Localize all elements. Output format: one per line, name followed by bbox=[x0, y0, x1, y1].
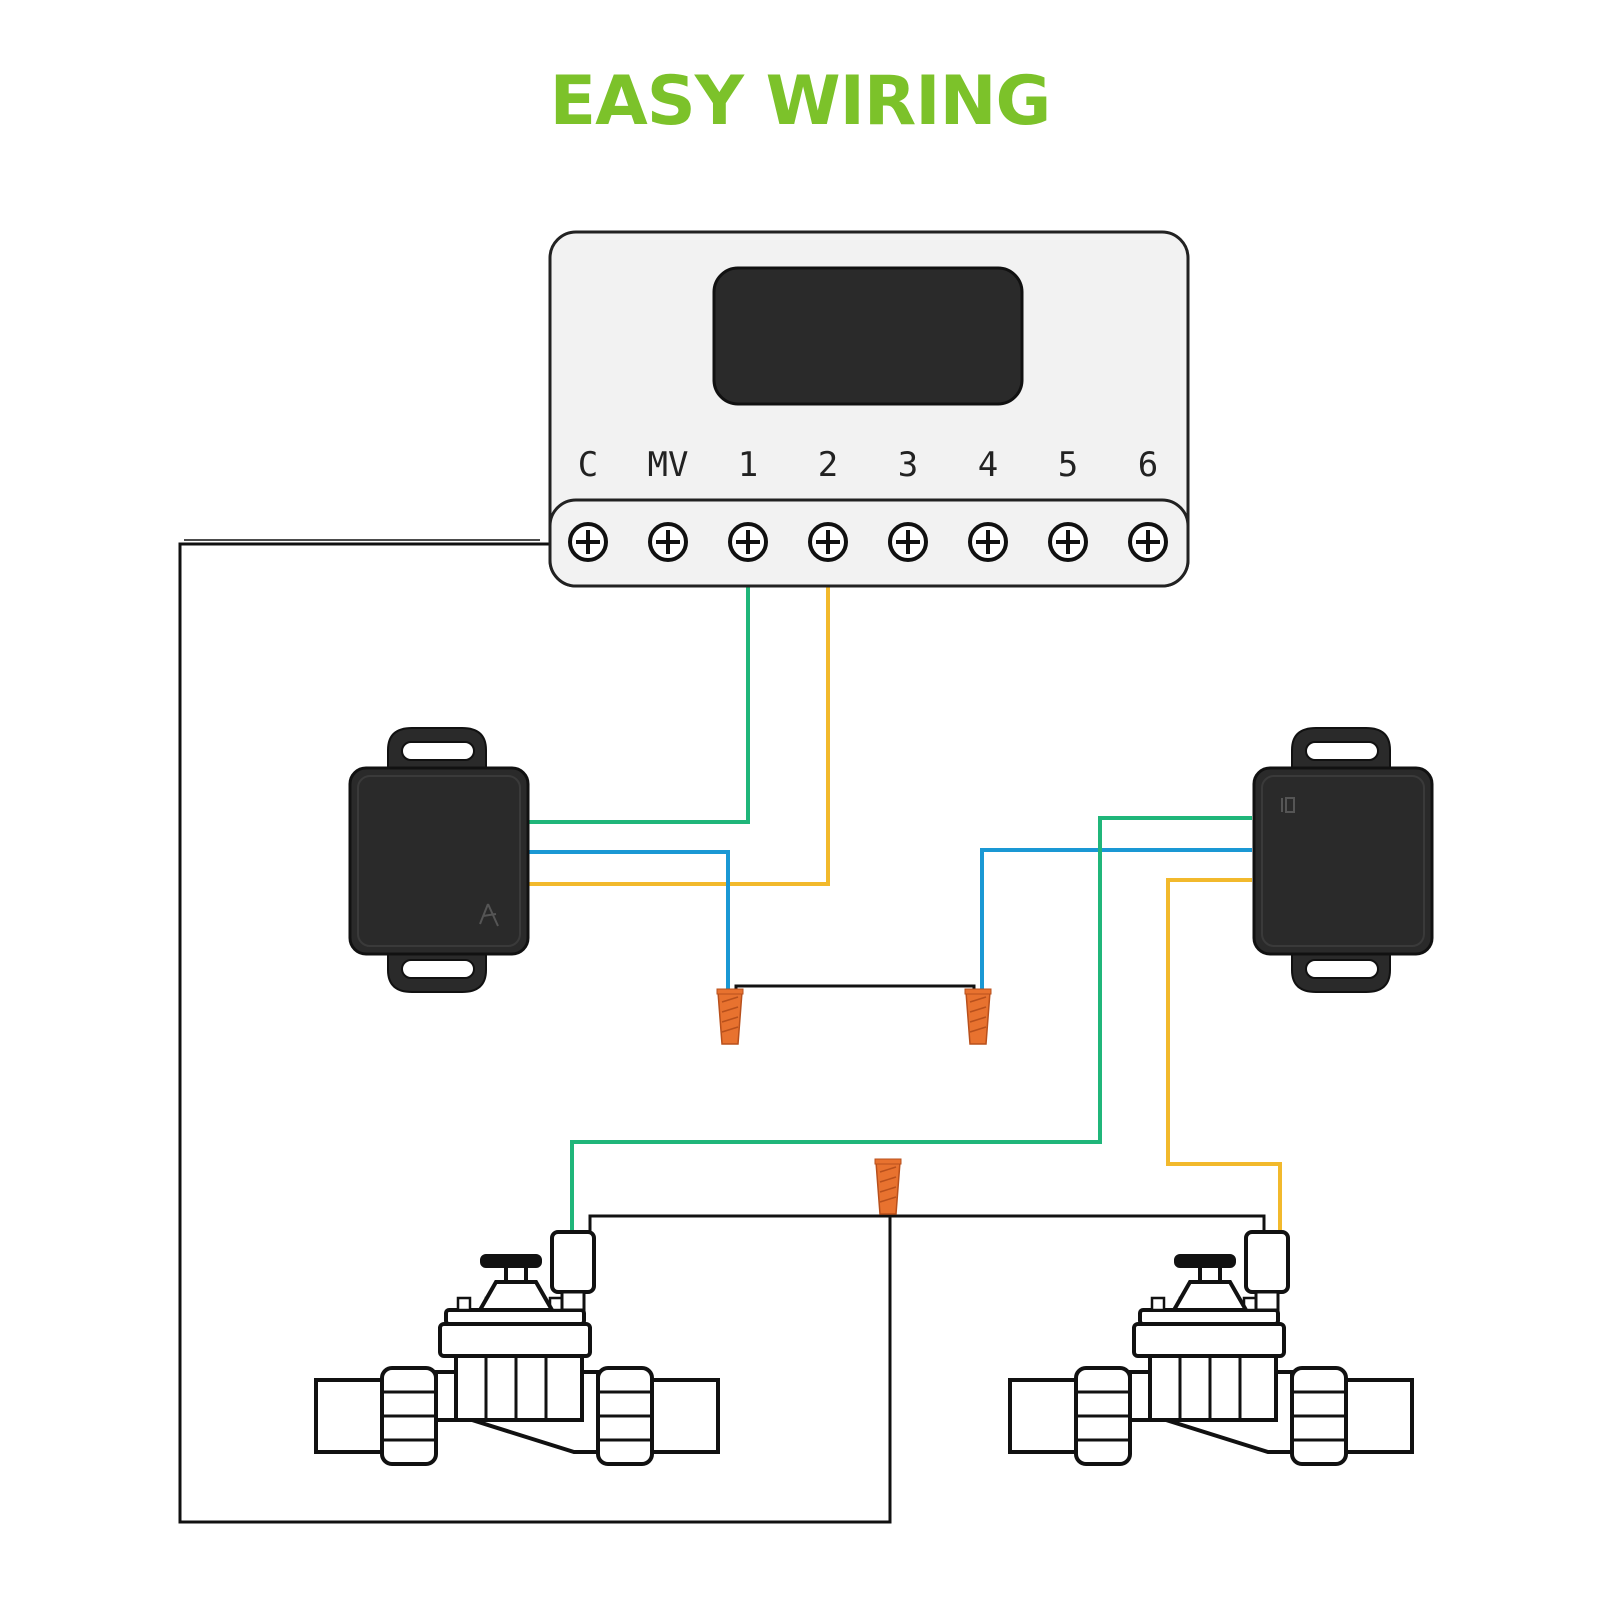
plus-circle-icon bbox=[968, 522, 1008, 562]
plus-circle-icon bbox=[648, 522, 688, 562]
plus-circle-icon bbox=[1048, 522, 1088, 562]
wire-nut-link-black bbox=[734, 984, 976, 996]
terminal-strip bbox=[548, 498, 1190, 588]
terminal-label: 4 bbox=[978, 445, 998, 485]
plus-circle-icon bbox=[1128, 522, 1168, 562]
module-logo-icon bbox=[479, 903, 499, 927]
valve-bonnet bbox=[1148, 1354, 1278, 1422]
wire-common-black bbox=[178, 542, 892, 1524]
valve-solenoid bbox=[1244, 1230, 1290, 1294]
valve-bolt bbox=[1150, 1296, 1166, 1312]
module-body bbox=[1252, 766, 1434, 956]
wire-left-blue bbox=[528, 850, 730, 996]
wire-zone2-yellow bbox=[528, 562, 830, 886]
terminal-label: C bbox=[578, 445, 598, 485]
valve-cap bbox=[1170, 1280, 1250, 1312]
terminal-label: 3 bbox=[898, 445, 918, 485]
terminal-label: 1 bbox=[738, 445, 758, 485]
solenoid-valve-right bbox=[1008, 1230, 1414, 1466]
controller-display bbox=[712, 266, 1024, 406]
mount-hole bbox=[1305, 959, 1379, 979]
wire-right-green bbox=[570, 816, 1252, 1232]
valve-flange bbox=[1132, 1322, 1286, 1358]
valve-solenoid-base bbox=[560, 1290, 586, 1312]
wire-zone1-green bbox=[528, 562, 750, 824]
plus-circle-icon bbox=[728, 522, 768, 562]
wireless-module-left bbox=[348, 727, 530, 993]
valve-stem bbox=[1198, 1264, 1222, 1284]
mount-hole bbox=[1305, 741, 1379, 761]
valve-handle bbox=[1174, 1254, 1236, 1268]
valves bbox=[314, 1230, 1414, 1466]
wire-nut-left bbox=[716, 988, 744, 1045]
terminals: C MV 1 2 3 4 5 6 bbox=[568, 445, 1168, 562]
valve-bolt bbox=[456, 1296, 472, 1312]
wire-right-yellow bbox=[1166, 878, 1282, 1232]
page-title: EASY WIRING bbox=[549, 62, 1052, 141]
valve-flange-top bbox=[444, 1308, 586, 1326]
valve-solenoid-base bbox=[1254, 1290, 1280, 1312]
module-face bbox=[357, 775, 521, 947]
valve-flange-top bbox=[1138, 1308, 1280, 1326]
valve-bonnet bbox=[454, 1354, 584, 1422]
controller: C MV 1 2 3 4 5 6 bbox=[548, 230, 1190, 588]
plus-circle-icon bbox=[888, 522, 928, 562]
valve-flange bbox=[438, 1322, 592, 1358]
wireless-module-right bbox=[1252, 727, 1434, 993]
wire-valve-common-black bbox=[588, 1214, 1266, 1232]
valve-stem bbox=[504, 1264, 528, 1284]
wire-right-blue bbox=[980, 848, 1252, 996]
valve-solenoid bbox=[550, 1230, 596, 1294]
wire-nut-right bbox=[964, 988, 992, 1045]
module-logo-icon bbox=[1281, 797, 1295, 813]
valve-handle bbox=[480, 1254, 542, 1268]
terminal-label: MV bbox=[648, 445, 689, 485]
wire-nut-common bbox=[874, 1158, 902, 1215]
mount-hole bbox=[401, 741, 475, 761]
terminal-label: 6 bbox=[1138, 445, 1158, 485]
plus-circle-icon bbox=[808, 522, 848, 562]
mount-hole bbox=[401, 959, 475, 979]
module-body bbox=[348, 766, 530, 956]
wire-nuts bbox=[716, 988, 992, 1215]
wires bbox=[178, 539, 1282, 1524]
plus-circle-icon bbox=[568, 522, 608, 562]
solenoid-valve-left bbox=[314, 1230, 720, 1466]
module-face bbox=[1261, 775, 1425, 947]
terminal-label: 5 bbox=[1058, 445, 1078, 485]
terminal-label: 2 bbox=[818, 445, 838, 485]
valve-cap bbox=[476, 1280, 556, 1312]
